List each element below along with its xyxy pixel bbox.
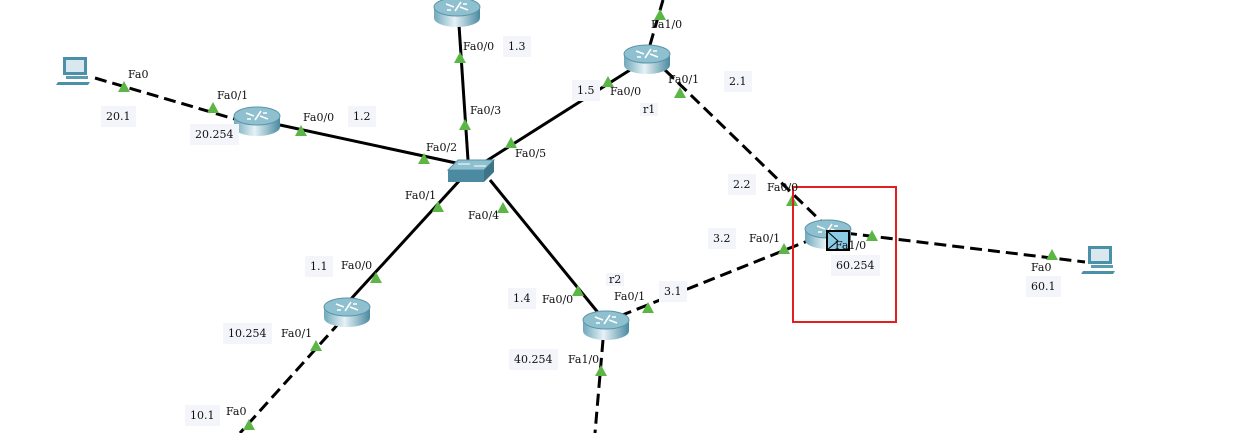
link-r1-router60[interactable] [663,68,830,230]
port-label: Fa0/0 [610,85,642,98]
ip-label: 60.1 [1026,276,1061,297]
port-label: Fa0/5 [515,147,547,160]
port-label: Fa0 [226,405,247,418]
port-up-icon [207,102,219,113]
router-icon[interactable] [323,297,371,328]
router-icon[interactable] [433,0,481,28]
ip-label: 1.5 [572,80,600,101]
router-icon[interactable] [623,44,671,75]
port-highlight-icon [826,230,850,251]
port-label: Fa0/2 [426,141,458,154]
link-router10-pc10[interactable] [238,320,342,433]
selection-rectangle[interactable] [792,186,897,323]
link-routertop-switch[interactable] [457,24,470,161]
ip-label: 3.2 [708,228,736,249]
link-r1-up[interactable] [648,0,665,46]
port-label: Fa0/0 [341,259,373,272]
port-label: Fa0/4 [468,209,500,222]
links [94,0,1086,433]
ip-label: 40.254 [509,349,558,370]
port-label: Fa0/0 [463,40,495,53]
port-label: Fa0/1 [281,327,313,340]
port-label: Fa1/0 [568,353,600,366]
ip-label: 10.1 [185,405,220,426]
port-label: Fa0/1 [614,290,646,303]
port-up-icon [595,365,607,376]
pc-icon[interactable] [56,57,90,85]
port-label: Fa0/0 [303,111,335,124]
ip-label: 2.2 [728,174,756,195]
port-label: Fa1/0 [835,239,867,252]
router-icon[interactable] [582,310,630,341]
port-label: Fa0 [1031,261,1052,274]
link-switch-router10[interactable] [348,178,462,302]
ip-label: 1.2 [348,106,376,127]
link-router20-switch[interactable] [279,123,471,168]
port-label: Fa0/1 [668,73,700,86]
port-label: Fa0/0 [542,293,574,306]
router-icon[interactable] [233,106,281,137]
link-router60-pc60[interactable] [844,231,1086,264]
port-label: Fa0/1 [217,89,249,102]
port-status-indicators [118,9,1058,430]
ip-label: 20.254 [190,124,239,145]
ip-label: 1.4 [508,288,536,309]
switch-icon[interactable] [446,159,496,182]
device-name: r1 [640,103,659,116]
ip-label: 10.254 [223,323,272,344]
port-label: Fa0/0 [767,181,799,194]
port-up-icon [243,419,255,430]
port-label: Fa0/1 [405,189,437,202]
port-up-icon [454,52,466,63]
ip-label: 3.1 [659,281,687,302]
ip-label: 1.3 [503,36,531,57]
device-name: r2 [606,273,625,286]
port-label: Fa1/0 [651,18,683,31]
ip-label: 2.1 [724,71,752,92]
port-up-icon [572,285,584,296]
ip-label: 60.254 [831,255,880,276]
port-label: Fa0/1 [749,232,781,245]
link-r2-down[interactable] [593,339,605,433]
port-up-icon [310,340,322,351]
ip-label: 20.1 [101,106,136,127]
ip-label: 1.1 [305,256,333,277]
port-up-icon [1046,249,1058,260]
port-up-icon [459,119,471,130]
port-label: Fa0 [128,68,149,81]
port-label: Fa0/3 [470,104,502,117]
pc-icon[interactable] [1081,246,1115,274]
